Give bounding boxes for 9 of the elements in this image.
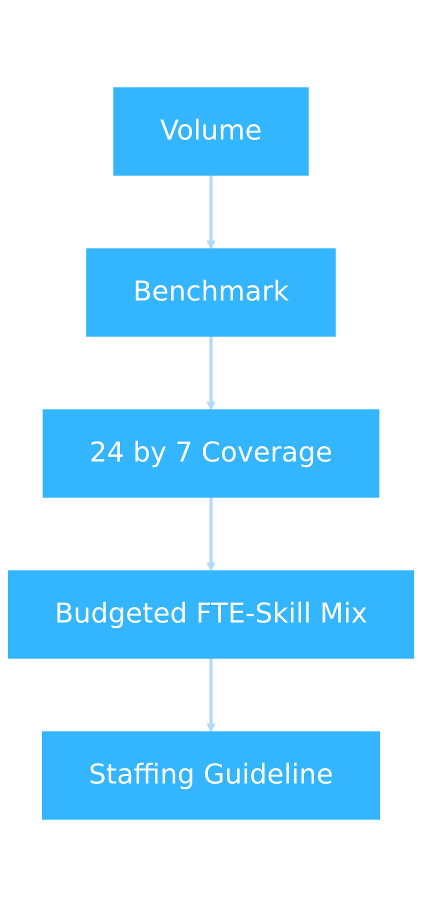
node-box: Volume [113,87,309,176]
arrow [206,497,216,572]
node-box: Staffing Guideline [42,731,380,820]
node-box: Budgeted FTE-Skill Mix [8,570,414,659]
arrow [206,658,216,732]
node-box: Benchmark [86,248,336,337]
node-box: 24 by 7 Coverage [42,409,380,498]
arrow [206,175,216,250]
arrow [206,336,216,410]
